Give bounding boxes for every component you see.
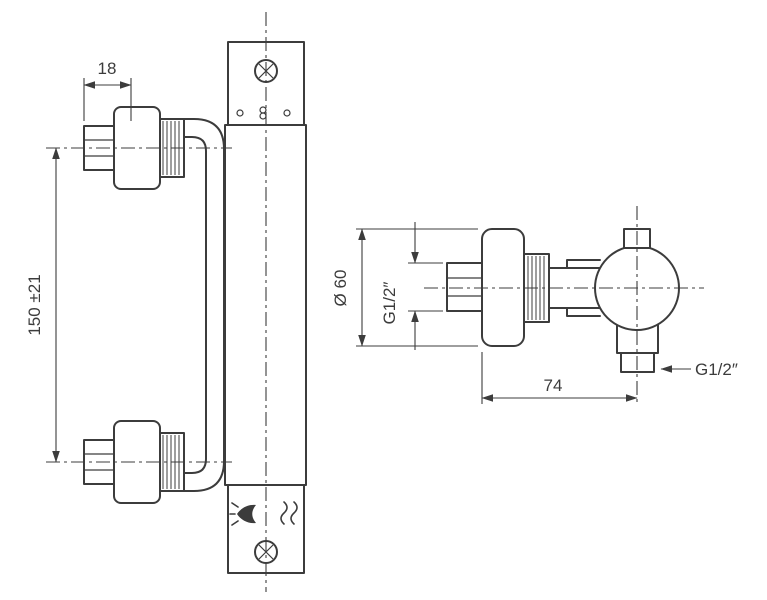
dim-label-center-distance: 150 ±21 (25, 274, 44, 335)
u-pipe-inner-edge (183, 136, 207, 474)
dim-extension-lines (408, 262, 443, 312)
dim-label-fitting-width: 18 (98, 59, 117, 78)
dim-label-outlet-thread: G1/2″ (695, 360, 738, 379)
dim-label-body-diameter: Ø 60 (331, 270, 350, 307)
spray-head-glyph (237, 504, 256, 524)
spray-jets-glyph (229, 502, 239, 526)
water-wave-icon (280, 501, 298, 525)
dim-center-distance: 150 ±21 (25, 147, 60, 463)
wave-glyph (280, 501, 298, 525)
front-view: 18 150 ±21 (25, 12, 307, 592)
dim-extension-lines (356, 228, 478, 347)
valve-stem (548, 259, 601, 317)
mounting-hole (283, 109, 291, 117)
top-inlet-fitting (83, 106, 185, 190)
u-pipe-outer-edge (183, 118, 225, 492)
bottom-screw-cross (258, 544, 274, 560)
bottom-inlet-fitting (83, 420, 185, 504)
dim-label-inlet-thread: G1/2″ (380, 282, 399, 325)
dim-inlet-thread: G1/2″ (380, 222, 443, 350)
hand-spray-icon (229, 502, 256, 526)
dim-label-depth: 74 (544, 376, 563, 395)
dim-outlet-thread: G1/2″ (660, 360, 738, 379)
dim-fitting-width: 18 (83, 59, 132, 121)
dim-depth: 74 (481, 352, 638, 404)
side-view: Ø 60 G1/2″ 74 G1/2″ (331, 206, 738, 404)
dim-body-diameter: Ø 60 (331, 228, 478, 347)
mounting-hole (236, 109, 244, 117)
outlet-connector (616, 319, 659, 373)
